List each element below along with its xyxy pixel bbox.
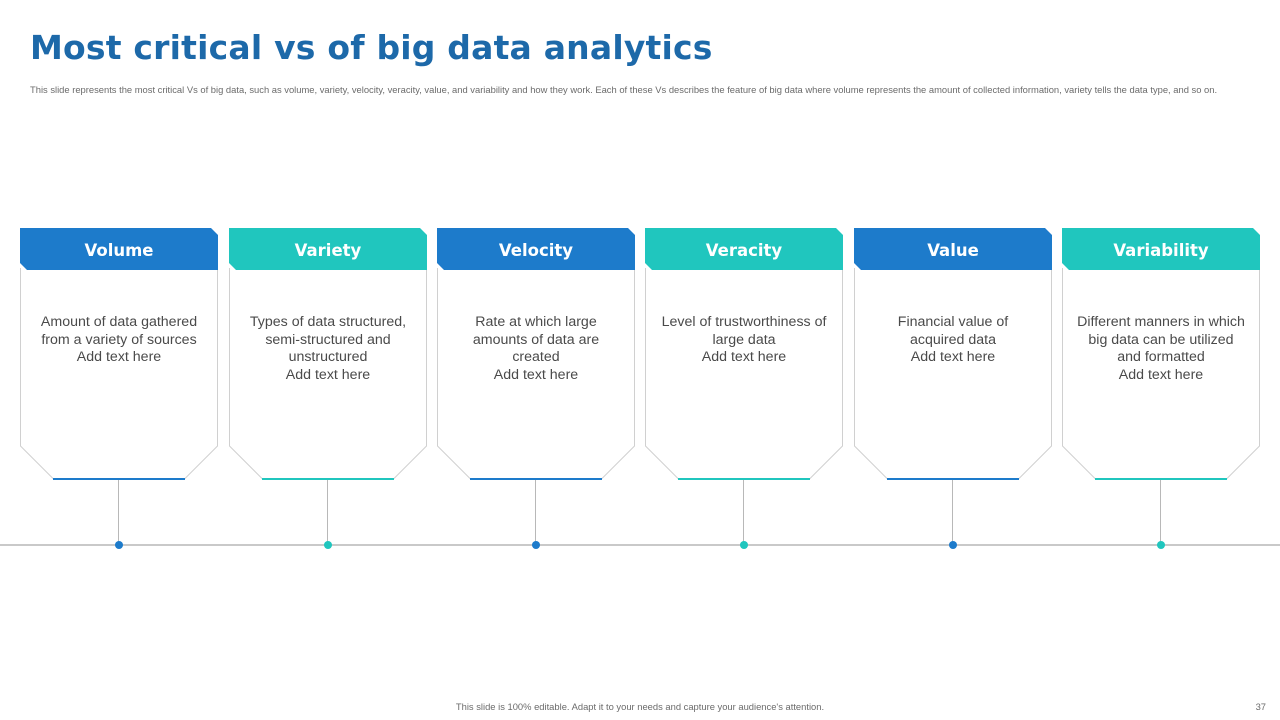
card-outline xyxy=(1062,228,1260,480)
slide-description: This slide represents the most critical … xyxy=(30,84,1218,95)
card-description-line: Add text here xyxy=(910,349,996,366)
footer-note: This slide is 100% editable. Adapt it to… xyxy=(455,701,825,712)
card-description-line: Add text here xyxy=(1118,366,1204,383)
card-description-line: Add text here xyxy=(76,349,162,366)
timeline-connector xyxy=(327,480,328,545)
timeline-dot xyxy=(532,541,540,549)
card-header-tab xyxy=(854,228,1052,270)
card-header-tab xyxy=(20,228,218,270)
timeline-connector xyxy=(535,480,536,545)
timeline-connector xyxy=(1160,480,1161,545)
card-description: Types of data structured,semi-structured… xyxy=(239,314,417,384)
card-description-line: Add text here xyxy=(701,349,787,366)
timeline-dot xyxy=(324,541,332,549)
card-description-line: Types of data structured, xyxy=(249,314,407,330)
timeline-connector xyxy=(743,480,744,545)
card-title: Variability xyxy=(1113,240,1209,260)
card-title: Value xyxy=(927,240,979,260)
card-body-outline xyxy=(645,268,843,479)
card-outline xyxy=(437,228,635,480)
card-description-line: large data xyxy=(712,331,776,348)
card-header-tab xyxy=(1062,228,1260,270)
timeline-dot xyxy=(1157,541,1165,549)
card-header-tab xyxy=(645,228,843,270)
card-outline xyxy=(229,228,427,480)
card-description-line: Amount of data gathered xyxy=(40,314,198,330)
timeline-dot xyxy=(949,541,957,549)
timeline-dot xyxy=(740,541,748,549)
card-description-line: Financial value of xyxy=(897,314,1009,330)
card-description-line: unstructured xyxy=(288,349,368,366)
slide-title: Most critical vs of big data analytics xyxy=(30,28,713,67)
card-description-line: Add text here xyxy=(493,366,579,383)
card-description-line: Add text here xyxy=(285,366,371,383)
page-number: 37 xyxy=(1255,701,1266,712)
card-title: Variety xyxy=(294,240,362,260)
card-outline xyxy=(20,228,218,480)
card-title: Veracity xyxy=(705,240,783,260)
card-body-outline xyxy=(854,268,1052,479)
card-outline xyxy=(854,228,1052,480)
timeline-line xyxy=(0,544,1280,546)
card-outline xyxy=(645,228,843,480)
card-description-line: acquired data xyxy=(910,331,996,348)
card-title: Velocity xyxy=(498,240,574,260)
card-description-line: Level of trustworthiness of xyxy=(661,314,827,330)
timeline-connector xyxy=(118,480,119,545)
card-description-line: created xyxy=(512,349,560,366)
card-description-line: and formatted xyxy=(1117,349,1205,366)
card-description-line: semi-structured and xyxy=(265,331,391,348)
card-header-tab xyxy=(229,228,427,270)
card-description-line: big data can be utilized xyxy=(1088,331,1234,348)
card-header-tab xyxy=(437,228,635,270)
timeline-connector xyxy=(952,480,953,545)
card-description-line: amounts of data are xyxy=(472,331,600,348)
card-description-line: Rate at which large xyxy=(475,314,597,330)
card-description-line: from a variety of sources xyxy=(41,331,197,348)
card-title: Volume xyxy=(84,240,154,260)
timeline-dot xyxy=(115,541,123,549)
card-description-line: Different manners in which xyxy=(1077,314,1245,330)
card-body-outline xyxy=(20,268,218,479)
